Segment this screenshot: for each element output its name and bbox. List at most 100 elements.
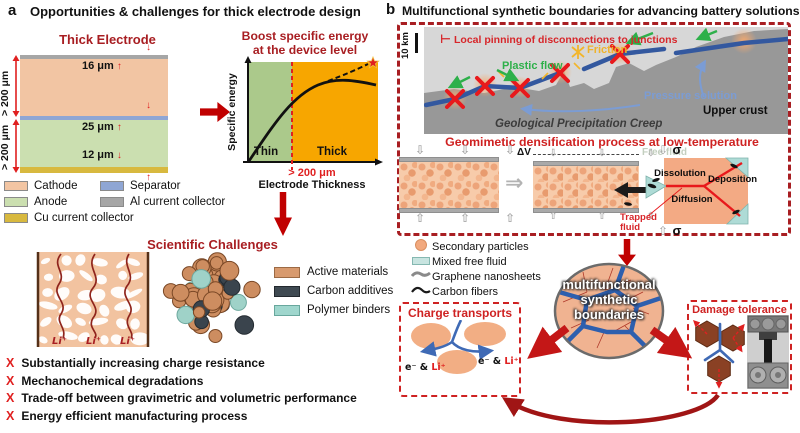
dim-arrow-icon: ↓: [146, 42, 151, 53]
threshold-label: > 200 μm: [288, 167, 336, 179]
y-axis-arrow-icon: [244, 56, 252, 63]
pore-blobs: [38, 254, 148, 346]
legend-item: Active materials: [274, 266, 393, 278]
plastic-flow-label: Plastic flow: [502, 60, 563, 72]
separator-thickness-label: 25 μm ↑: [82, 121, 122, 133]
specific-energy-chart: Thin Thick Specific energy > 200 μm Elec…: [226, 56, 383, 190]
energy-curve: [247, 78, 377, 162]
particle: [437, 350, 477, 374]
legend-item: Carbon fibers: [410, 285, 541, 298]
scale-bar: [415, 33, 418, 53]
hexagonal-grains-illustration: [693, 320, 745, 389]
active-materials-swatch-icon: [274, 266, 300, 278]
graph-title: Boost specific energy at the device leve…: [241, 29, 369, 57]
x-mark-icon: X: [6, 373, 15, 388]
legend-item: Polymer binders: [274, 304, 393, 316]
li-transport-paths: [56, 253, 133, 339]
al-current-collector-layer: [20, 55, 168, 59]
particle-aggregate-illustration: [162, 252, 261, 343]
pressure-solution-label: Pressure solution: [644, 90, 737, 102]
x-mark-icon: X: [6, 391, 15, 405]
charge-transport-illustration: [411, 320, 506, 374]
anode-span-label: > 200 μm: [0, 124, 11, 170]
feedback-curve-arrow: [501, 393, 720, 425]
x-axis-arrow-icon: [375, 158, 383, 166]
dissolution-label: Dissolution: [654, 168, 706, 179]
trapped-fluid-label-1: Trapped: [620, 212, 657, 223]
dim-arrow-icon: ↑: [116, 61, 122, 72]
up-arrow-icon: ⇧: [646, 211, 655, 222]
compress-arrows-top-2: ⇩⇩⇩: [533, 149, 671, 159]
structure-legend: Active materials Carbon additives Polyme…: [274, 266, 393, 316]
dim-arrow-icon: ↑: [146, 172, 151, 183]
li-ion-label: Li⁺: [86, 336, 102, 347]
pinning-label: Local pinning of disconnections to junct…: [454, 34, 678, 46]
al-swatch-icon: [100, 197, 124, 207]
up-arrow-icon: ⇧: [504, 211, 515, 225]
y-axis-label: Specific energy: [226, 73, 238, 151]
separator-layer: [20, 116, 168, 120]
cu-thickness-label: 12 μm ↓: [82, 149, 122, 161]
friction-label: Friction: [587, 44, 628, 56]
tensile-test-photo: [747, 315, 789, 389]
x-axis-label: Electrode Thickness: [259, 179, 366, 190]
creep-flow-arrow: [520, 103, 641, 116]
oval-label: multifunctional synthetic boundaries: [562, 277, 656, 322]
mixed-free-fluid-icon: [410, 256, 432, 268]
li-ion-label: Li⁺: [120, 336, 136, 347]
crosshead: [759, 332, 777, 340]
thick-electrode-heading: Thick Electrode: [59, 32, 156, 47]
cathode-span-label: > 200 μm: [0, 70, 11, 116]
graphene-nanosheet-icon: [410, 270, 432, 283]
press-plate: [399, 208, 499, 213]
legend-item: Cu current collector: [4, 212, 134, 224]
cathode-swatch-icon: [4, 181, 28, 191]
particle: [464, 322, 506, 346]
upper-crust-label: Upper crust: [703, 105, 768, 117]
thin-label: Thin: [254, 146, 278, 158]
arrow-down-icon: [274, 192, 292, 236]
specimen: [764, 339, 772, 363]
implies-arrow-icon: ⇒: [505, 171, 524, 196]
x-mark-icon: X: [6, 356, 15, 370]
al-thickness-label: 16 μm ↑: [82, 60, 122, 72]
pinning-icon: ⊢: [440, 32, 451, 46]
up-arrow-icon: ⇧: [415, 211, 426, 225]
legend-item: Separator: [100, 180, 181, 192]
dim-arrow-icon: ↓: [146, 100, 151, 111]
stress-arrows: [693, 320, 745, 389]
thick-region: [292, 62, 378, 162]
geology-illustration: [424, 27, 788, 134]
geology-caption: Geological Precipitation Creep: [495, 118, 663, 130]
panel-a-title: Opportunities & challenges for thick ele…: [30, 4, 361, 19]
compress-arrows-bottom: ⇧⇧⇧: [399, 212, 531, 224]
upper-crust-landform: [424, 29, 788, 134]
panel-b-label: b: [386, 1, 396, 18]
cathode-layer: [20, 59, 168, 116]
scale-label: 10 km: [400, 32, 411, 59]
star-icon: [366, 56, 380, 69]
down-arrow-icon: ⇩: [415, 143, 426, 157]
panel-b-title: Multifunctional synthetic boundaries for…: [402, 4, 800, 18]
legend-item: Carbon additives: [274, 285, 393, 297]
up-arrow-icon: ⇧: [658, 224, 669, 238]
legend-item: Graphene nanosheets: [410, 270, 541, 283]
free-fluid-label: Free fluid: [642, 147, 688, 158]
synthetic-boundaries-oval: [553, 262, 665, 360]
li-ion-label: Li⁺: [52, 336, 68, 347]
original-height-line: [533, 154, 639, 155]
damage-tolerance-title: Damage tolerance: [692, 304, 787, 316]
x-pinning-marks: [445, 44, 630, 109]
legend-item: Anode: [4, 196, 67, 208]
deposition-label: Deposition: [708, 174, 757, 185]
anode-swatch-icon: [4, 197, 28, 207]
down-arrow-icon: ⇩: [549, 148, 558, 159]
x-mark-icon: X: [6, 408, 15, 423]
scientific-challenges-heading: Scientific Challenges: [147, 237, 278, 252]
compress-arrows-top: ⇩⇩⇩: [399, 144, 531, 156]
legend-item: Al current collector: [100, 196, 225, 208]
dim-arrow-icon: ↑: [116, 122, 122, 133]
charge-carriers-label-left: e⁻ & Li⁺: [405, 362, 446, 373]
